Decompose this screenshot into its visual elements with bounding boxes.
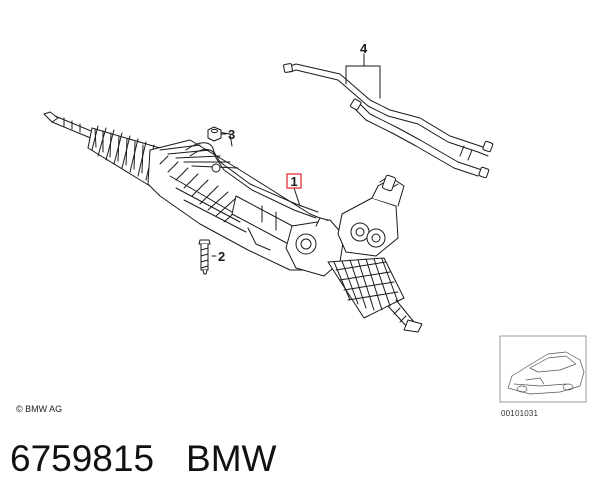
car-silhouette-icon bbox=[507, 351, 585, 395]
copyright-notice: © BMW AG bbox=[16, 404, 63, 414]
right-boot bbox=[327, 257, 405, 319]
part-number: 6759815 bbox=[10, 438, 155, 479]
nut-part-3 bbox=[207, 126, 222, 142]
diagram-reference-code: 00101031 bbox=[501, 409, 539, 418]
callout-3: 3 bbox=[228, 127, 235, 142]
right-tie-rod-end bbox=[387, 299, 423, 333]
vehicle-reference-panel bbox=[499, 335, 587, 403]
callout-2: 2 bbox=[218, 249, 225, 264]
part-1-highlight-box bbox=[286, 173, 302, 189]
callout-1: 1 bbox=[291, 174, 298, 189]
pinion-valve-block bbox=[337, 174, 405, 257]
callout-leaders bbox=[211, 53, 381, 257]
brand-name: BMW bbox=[186, 438, 277, 479]
footer-caption: 6759815 BMW bbox=[10, 438, 276, 480]
callout-4: 4 bbox=[360, 41, 368, 56]
hydraulic-line-part-4 bbox=[283, 63, 494, 179]
rack-housing bbox=[147, 139, 331, 271]
left-tie-rod-end bbox=[43, 111, 97, 140]
bolt-part-2 bbox=[198, 239, 211, 275]
left-boot bbox=[87, 125, 161, 187]
